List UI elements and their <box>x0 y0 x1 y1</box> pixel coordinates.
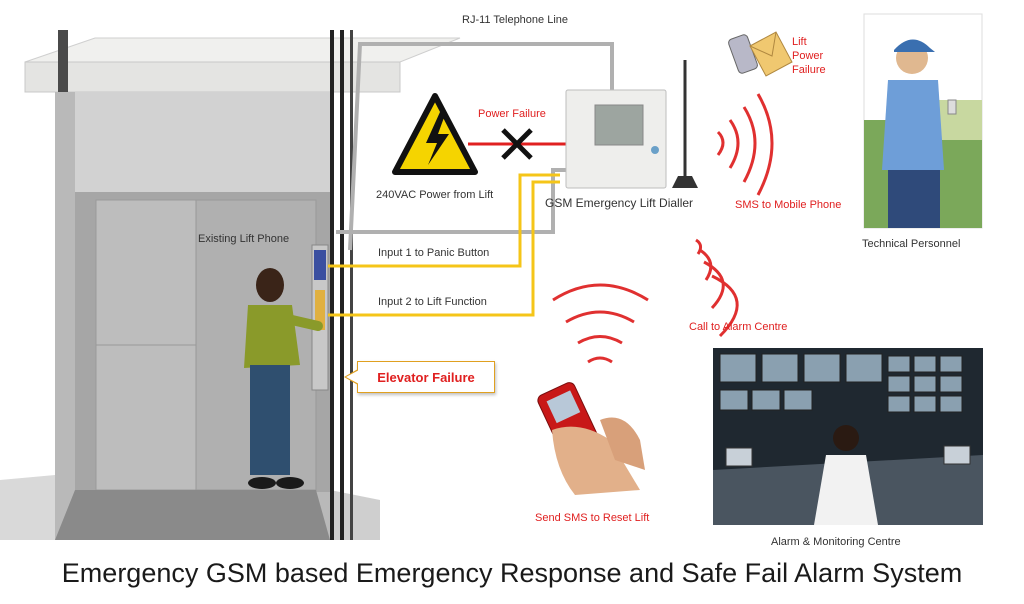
sms-to-mobile-label: SMS to Mobile Phone <box>735 199 842 211</box>
power-failure-cross-icon <box>468 128 566 160</box>
power-failure-label: Power Failure <box>478 108 546 120</box>
alarm-monitoring-centre-photo <box>713 348 983 525</box>
gsm-dialler-label: GSM Emergency Lift Dialler <box>545 196 694 210</box>
elevator-failure-callout: Elevator Failure <box>344 361 495 393</box>
high-voltage-warning-icon <box>392 93 478 175</box>
person-in-elevator-icon <box>244 268 323 489</box>
call-alarm-centre-label: Call to Alarm Centre <box>689 321 788 333</box>
technical-personnel-label: Technical Personnel <box>862 238 961 250</box>
sms-message-line3: Failure <box>792 64 826 76</box>
input2-label: Input 2 to Lift Function <box>378 296 487 308</box>
telephone-line-label: RJ-11 Telephone Line <box>462 14 569 26</box>
mobile-phone-sms-icon <box>728 31 793 77</box>
input-wires <box>328 173 560 317</box>
alarm-centre-label: Alarm & Monitoring Centre <box>771 536 901 548</box>
call-signal-waves-icon <box>695 238 739 338</box>
existing-lift-phone-label: Existing Lift Phone <box>198 233 290 245</box>
send-sms-reset-label: Send SMS to Reset Lift <box>535 512 650 524</box>
sms-signal-waves-icon <box>716 93 774 196</box>
sms-message-line2: Power <box>792 50 824 62</box>
elevator-illustration <box>0 0 461 540</box>
sms-message-line1: Lift <box>792 36 807 48</box>
power-source-label: 240VAC Power from Lift <box>376 189 494 201</box>
rj11-telephone-wire <box>336 42 614 251</box>
reset-sms-signal-waves-icon <box>552 283 649 364</box>
hand-phone-reset-photo <box>537 382 656 496</box>
gsm-dialler-device-icon <box>565 60 698 189</box>
technical-personnel-photo <box>863 13 983 229</box>
input1-label: Input 1 to Panic Button <box>378 247 490 259</box>
figure-caption: Emergency GSM based Emergency Response a… <box>61 558 963 588</box>
